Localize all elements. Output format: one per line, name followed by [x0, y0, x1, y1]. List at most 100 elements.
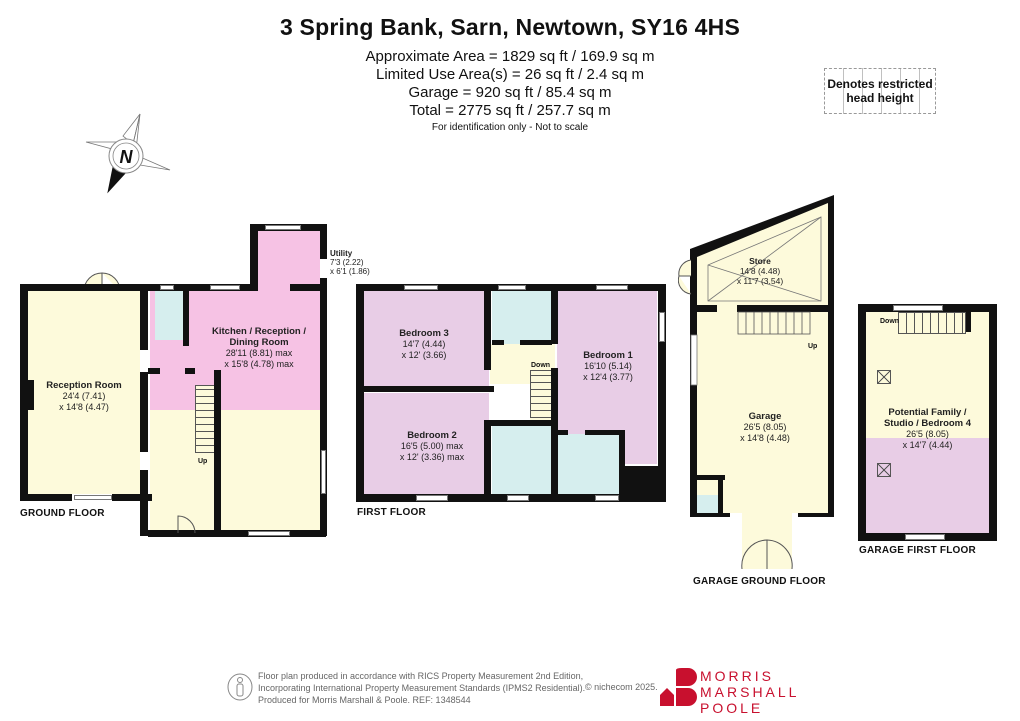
wall: [551, 368, 558, 498]
wall: [20, 494, 72, 501]
wall: [989, 304, 997, 541]
front-door-icon: [176, 514, 196, 534]
wall: [492, 340, 504, 345]
wall: [112, 494, 152, 501]
legend-line-2: head height: [846, 91, 914, 105]
wall: [24, 380, 34, 410]
window: [74, 495, 112, 500]
en-suite-shower-room: [557, 434, 619, 494]
window: [893, 305, 943, 311]
kitchen-label: Kitchen / Reception / Dining Room 28'11 …: [212, 326, 306, 369]
wall: [250, 224, 258, 290]
reception-room-label: Reception Room 24'4 (7.41) x 14'8 (4.47): [46, 380, 122, 412]
copyright: © nichecom 2025.: [585, 682, 658, 692]
ground-wc-fill: [155, 290, 183, 340]
garage-label: Garage 26'5 (8.05) x 14'8 (4.48): [740, 411, 790, 443]
stairs-down-label: Down: [880, 318, 900, 325]
wall: [966, 312, 971, 332]
limited-use-area: Limited Use Area(s) = 26 sq ft / 2.4 sq …: [375, 66, 645, 83]
restricted-head-height-area: [866, 438, 989, 533]
garage-ground-floor-label: GARAGE GROUND FLOOR: [693, 576, 826, 587]
skylight-icon: [877, 463, 891, 477]
compass-north-icon: N: [78, 106, 178, 196]
wall: [320, 278, 327, 536]
window: [498, 285, 526, 290]
bedroom-1-label: Bedroom 1 16'10 (5.14) x 12'4 (3.77): [583, 350, 633, 382]
first-floor-stairs[interactable]: [530, 370, 552, 418]
garage-first-floor-stairs[interactable]: [898, 312, 966, 334]
bedroom-2-label: Bedroom 2 16'5 (5.00) max x 12' (3.36) m…: [399, 430, 465, 462]
person-info-icon: [226, 672, 254, 702]
window: [595, 495, 619, 501]
bedroom-3-label: Bedroom 3 14'7 (4.44) x 12' (3.66): [399, 328, 449, 360]
brand-line-3: POOLE: [700, 700, 764, 716]
studio-label: Potential Family / Studio / Bedroom 4 26…: [883, 407, 972, 450]
dining-area: [220, 410, 320, 535]
bedroom-1: [557, 290, 657, 438]
wall: [658, 284, 666, 502]
wall: [364, 386, 494, 392]
first-floor-label: FIRST FLOOR: [357, 507, 426, 518]
wall: [140, 470, 148, 536]
ground-floor-label: GROUND FLOOR: [20, 508, 105, 519]
utility-label: Utility 7'3 (2.22) x 6'1 (1.86): [330, 249, 370, 276]
wall: [148, 284, 258, 291]
skylight-icon: [877, 370, 891, 384]
window: [596, 285, 628, 290]
window: [160, 285, 174, 290]
wall: [214, 370, 221, 532]
store-and-garage-shape: [690, 195, 835, 575]
store-label: Store 14'8 (4.48) x 11'7 (3.54): [736, 256, 784, 286]
total-area: Total = 2775 sq ft / 257.7 sq m: [409, 102, 611, 119]
approximate-area: Approximate Area = 1829 sq ft / 169.9 sq…: [365, 48, 655, 65]
wall: [290, 284, 326, 291]
wall: [551, 290, 558, 344]
wall: [625, 466, 663, 498]
window: [321, 450, 326, 494]
family-bathroom: [492, 290, 552, 344]
wall: [858, 304, 866, 541]
wall: [20, 284, 155, 291]
jack-and-jill-shower-room: [492, 426, 554, 494]
wall: [484, 420, 554, 426]
wall: [320, 224, 327, 259]
brand-line-2: MARSHALL: [700, 684, 800, 700]
scale-note: For identification only - Not to scale: [431, 122, 589, 133]
window: [210, 285, 240, 290]
store-french-doors-icon: [677, 258, 692, 298]
wall: [140, 372, 148, 452]
stairs-up-label: Up: [198, 458, 208, 465]
plan-title: 3 Spring Bank, Sarn, Newtown, SY16 4HS: [279, 14, 741, 40]
bedroom-2: [364, 393, 489, 495]
wall: [356, 284, 364, 502]
window: [416, 495, 448, 501]
wall: [140, 284, 148, 350]
window: [905, 534, 945, 540]
utility-room: [255, 230, 320, 292]
brand-line-1: MORRIS: [700, 668, 774, 684]
stairs-down-label: Down: [531, 362, 551, 369]
legend-line-1: Denotes restricted: [827, 77, 933, 91]
wall: [619, 430, 625, 498]
disclaimer-line-2: Incorporating International Property Mea…: [258, 683, 586, 693]
disclaimer-line-1: Floor plan produced in accordance with R…: [258, 671, 584, 681]
wall: [585, 430, 625, 435]
wall: [556, 430, 568, 435]
svg-text:N: N: [120, 147, 134, 167]
garage-area: Garage = 920 sq ft / 85.4 sq m: [408, 84, 612, 101]
window: [265, 225, 301, 230]
bedroom-1-recess: [622, 434, 657, 464]
measurement-disclaimer: Floor plan produced in accordance with R…: [258, 670, 585, 706]
disclaimer-line-3: Produced for Morris Marshall & Poole. RE…: [258, 695, 471, 705]
garage-first-floor-label: GARAGE FIRST FLOOR: [859, 545, 976, 556]
wall: [484, 290, 491, 370]
wall: [520, 340, 552, 345]
wall: [148, 530, 326, 537]
bedroom-3: [364, 290, 489, 390]
brand-name: MORRIS MARSHALL POOLE: [700, 668, 799, 716]
window: [248, 531, 290, 536]
window: [404, 285, 438, 290]
wall: [484, 420, 491, 498]
window: [507, 495, 529, 501]
